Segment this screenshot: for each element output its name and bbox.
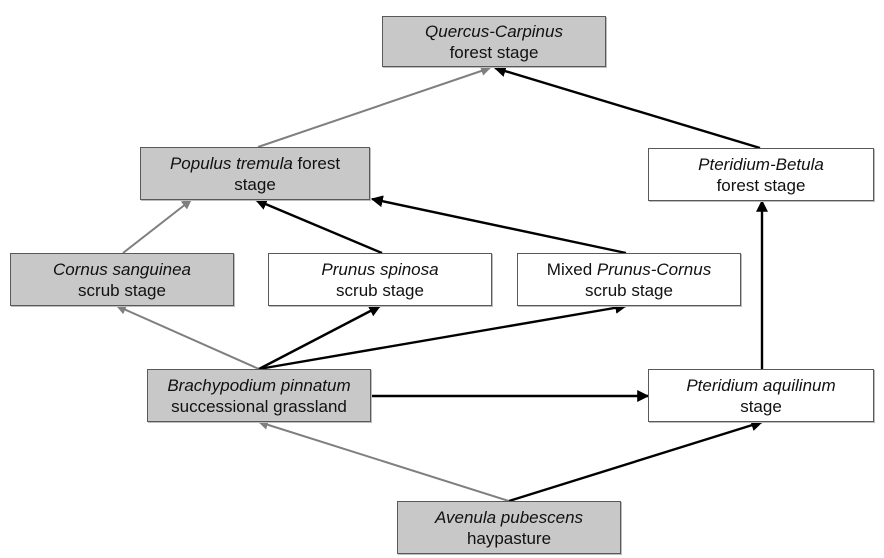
node-pteridium-betula-forest-stage: Pteridium-Betula forest stage — [648, 148, 874, 201]
node-species-name: Cornus sanguinea — [53, 259, 191, 279]
node-avenula-pubescens-haypasture: Avenula pubescens haypasture — [397, 501, 621, 554]
edge-cornus-to-populus — [122, 199, 192, 254]
node-pteridium-aquilinum-stage: Pteridium aquilinum stage — [648, 369, 874, 422]
node-label-line2: scrub stage — [78, 280, 166, 300]
node-populus-tremula-forest-stage: Populus tremula forest stage — [140, 147, 370, 200]
node-cornus-sanguinea-scrub-stage: Cornus sanguinea scrub stage — [10, 253, 234, 306]
node-label-line1: Mixed Prunus-Cornus — [547, 259, 711, 280]
node-species-name: Pteridium aquilinum — [686, 375, 836, 395]
node-mixed-prunus-cornus-scrub-stage: Mixed Prunus-Cornus scrub stage — [517, 253, 741, 306]
node-label-line1: Brachypodium pinnatum — [167, 375, 350, 396]
node-label-line1: Populus tremula forest — [170, 153, 340, 174]
node-species-name: Quercus-Carpinus — [425, 21, 563, 41]
node-species-name: Avenula pubescens — [434, 507, 584, 527]
node-species-name: Prunus spinosa — [321, 259, 439, 279]
node-label-line2: forest stage — [716, 175, 806, 195]
node-label-line2: forest stage — [449, 42, 539, 62]
edge-avenula-to-brachy — [258, 419, 510, 502]
edge-prunus-to-populus — [254, 198, 383, 255]
edge-populus-to-quercus — [257, 66, 491, 148]
node-label-line2: scrub stage — [585, 280, 673, 300]
node-species-name: Prunus-Cornus — [596, 259, 712, 279]
node-label-line2: stage — [234, 174, 276, 194]
node-species-name: Pteridium-Betula — [698, 154, 824, 174]
node-label-line1: Quercus-Carpinus — [425, 21, 563, 42]
node-quercus-carpinus-forest-stage: Quercus-Carpinus forest stage — [382, 16, 606, 67]
node-label-suffix: forest — [292, 153, 341, 173]
node-label-line2: stage — [740, 396, 782, 416]
node-species-name: Populus tremula — [169, 153, 293, 173]
node-prunus-spinosa-scrub-stage: Prunus spinosa scrub stage — [268, 253, 492, 306]
edge-mixed-to-populus — [370, 195, 627, 255]
node-species-name: Brachypodium pinnatum — [167, 375, 351, 395]
edge-betula-to-quercus — [493, 65, 761, 150]
node-label-line1: Pteridium-Betula — [698, 154, 824, 175]
edge-avenula-to-aquilinum — [508, 419, 764, 503]
node-label-line1: Pteridium aquilinum — [686, 375, 835, 396]
edge-brachy-to-mixed — [258, 301, 628, 371]
node-label-line2: scrub stage — [336, 280, 424, 300]
node-label-prefix: Mixed — [546, 259, 597, 279]
node-label-line1: Prunus spinosa — [321, 259, 438, 280]
node-label-line2: haypasture — [466, 528, 552, 548]
node-label-line1: Avenula pubescens — [435, 507, 583, 528]
node-label-line1: Cornus sanguinea — [53, 259, 191, 280]
node-label-line2: successional grassland — [171, 396, 347, 416]
edge-brachy-to-prunus — [258, 304, 382, 371]
node-brachypodium-pinnatum-grassland: Brachypodium pinnatum successional grass… — [147, 369, 371, 422]
edge-brachy-to-cornus — [116, 305, 260, 370]
